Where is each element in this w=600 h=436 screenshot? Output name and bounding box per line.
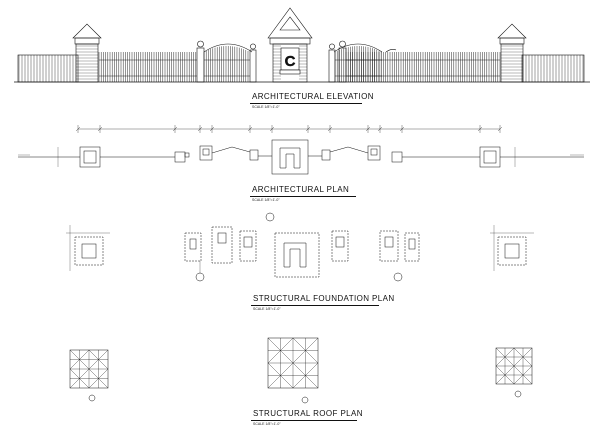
plan-drawing xyxy=(18,125,584,175)
plan-title-underline xyxy=(250,196,356,197)
elevation-scale: SCALE 1/8"=1'-0" xyxy=(252,105,280,109)
gate-monogram: C xyxy=(285,53,296,70)
roof-scale: SCALE 1/8"=1'-0" xyxy=(253,422,281,426)
foundation-title: STRUCTURAL FOUNDATION PLAN xyxy=(253,294,395,303)
plan-scale: SCALE 1/8"=1'-0" xyxy=(252,198,280,202)
roof-drawing xyxy=(69,337,533,404)
foundation-scale: SCALE 1/8"=1'-0" xyxy=(253,307,281,311)
plan-title: ARCHITECTURAL PLAN xyxy=(252,185,350,194)
elevation-title-underline xyxy=(250,103,362,104)
elevation-title: ARCHITECTURAL ELEVATION xyxy=(252,92,374,101)
elevation-drawing: C xyxy=(14,7,590,83)
foundation-drawing xyxy=(66,212,534,282)
roof-title: STRUCTURAL ROOF PLAN xyxy=(253,409,363,418)
foundation-title-underline xyxy=(251,305,379,306)
roof-title-underline xyxy=(251,420,357,421)
